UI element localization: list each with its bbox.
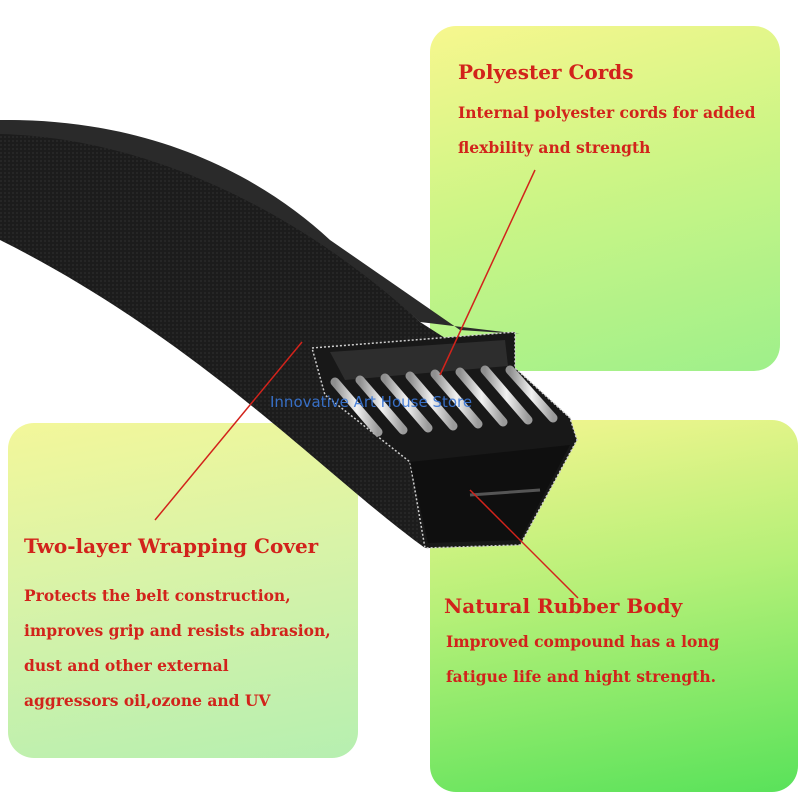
cross-section-upper-pad [330,340,508,380]
rubber-body-title: Natural Rubber Body [444,594,683,618]
leader-line-cover [154,341,303,521]
description-line: fatigue life and hight strength. [446,667,717,686]
wrapping-cover-description: Protects the belt construction, improves… [24,578,331,718]
wrapping-cover-title: Two-layer Wrapping Cover [24,534,319,558]
polyester-cords-description: Internal polyester cords for added flexb… [458,95,755,165]
description-line: Protects the belt construction, [24,586,291,605]
wrapping-cover-panel [8,423,358,758]
polyester-cords-title: Polyester Cords [458,60,634,84]
description-line: Internal polyester cords for added [458,103,756,122]
description-line: flexbility and strength [458,138,651,157]
polyester-cord-group [330,365,558,437]
description-line: improves grip and resists abrasion, [24,621,331,640]
leader-line-rubber [469,489,579,599]
rubber-body-highlight [469,488,541,497]
description-line: dust and other external [24,656,229,675]
description-line: Improved compound has a long [446,632,720,651]
store-watermark: Innovative Art House Store [270,393,473,411]
description-line: aggressors oil,ozone and UV [24,691,271,710]
polyester-cords-panel [430,26,780,371]
leader-line-cords [439,169,536,376]
rubber-body-description: Improved compound has a long fatigue lif… [446,624,719,694]
